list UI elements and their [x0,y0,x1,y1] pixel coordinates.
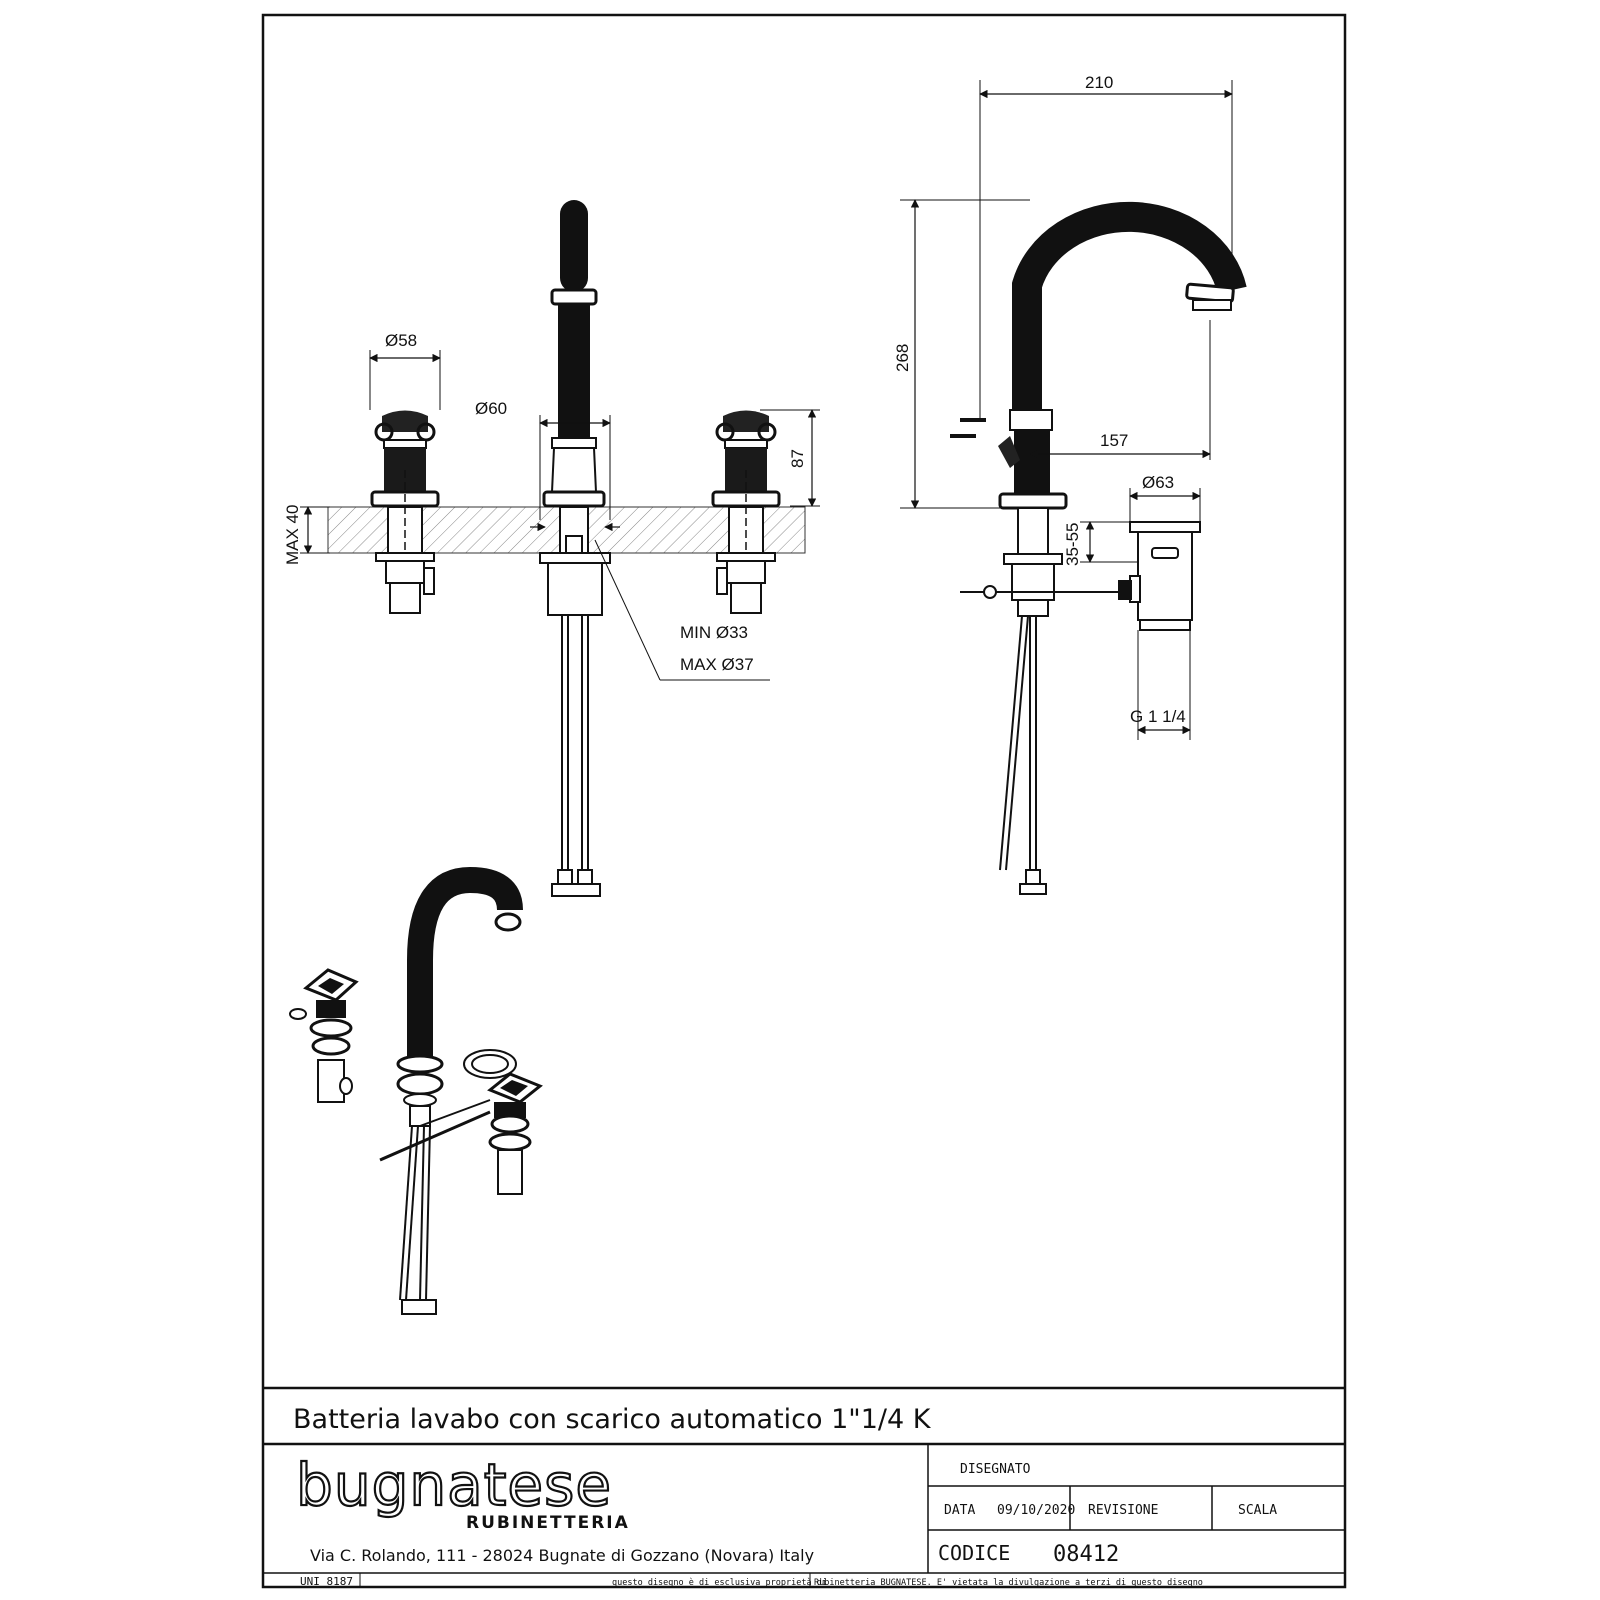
front-view: Ø58 Ø60 87 MAX 40 MIN Ø33 MAX Ø37 [283,200,820,897]
front-dimensions: Ø58 Ø60 87 MAX 40 MIN Ø33 MAX Ø37 [283,331,820,681]
title-block: Batteria lavabo con scarico automatico 1… [263,1386,1345,1588]
uni-standard: UNI 8187 [300,1575,353,1588]
brand-subtitle: RUBINETTERIA [466,1513,630,1533]
dim-h268: 268 [893,344,912,372]
scala-label: SCALA [1238,1503,1277,1518]
codice-label: CODICE [938,1541,1010,1565]
side-dimensions: 210 268 157 Ø63 35-55 G 1 1/4 [893,73,1233,740]
dim-g114: G 1 1/4 [1130,707,1186,726]
disclaimer-part-a: questo disegno è di esclusiva proprietà … [612,1577,827,1588]
company-address: Via C. Rolando, 111 - 28024 Bugnate di G… [310,1546,814,1565]
disclaimer-part-b: Rubinetteria BUGNATESE. E' vietata la di… [814,1578,1203,1588]
data-label: DATA [944,1503,975,1518]
spout-arc [1012,201,1247,410]
dim-max37: MAX Ø37 [680,655,754,674]
dim-r3555: 35-55 [1063,523,1082,566]
disegnato-label: DISEGNATO [960,1462,1031,1477]
side-view: 210 268 157 Ø63 35-55 G 1 1/4 [893,73,1247,895]
center-spout [539,200,611,897]
dim-max40: MAX 40 [283,505,302,565]
dim-d58: Ø58 [385,331,417,350]
dim-d60: Ø60 [475,399,507,418]
dim-h87: 87 [788,449,807,468]
data-value: 09/10/2020 [997,1503,1075,1518]
left-handle [370,410,440,614]
dim-d63: Ø63 [1142,473,1174,492]
drain-assembly [1118,521,1201,631]
drawing-title: Batteria lavabo con scarico automatico 1… [293,1404,932,1435]
dim-min33: MIN Ø33 [680,623,748,642]
revisione-label: REVISIONE [1088,1503,1158,1518]
right-handle [711,410,781,614]
dim-w157: 157 [1100,431,1128,450]
dim-w210: 210 [1085,73,1113,92]
codice-value: 08412 [1053,1542,1119,1567]
isometric-view [289,866,543,1315]
brand-logo: bugnatese [296,1451,612,1519]
drawing-frame [261,13,1347,1589]
